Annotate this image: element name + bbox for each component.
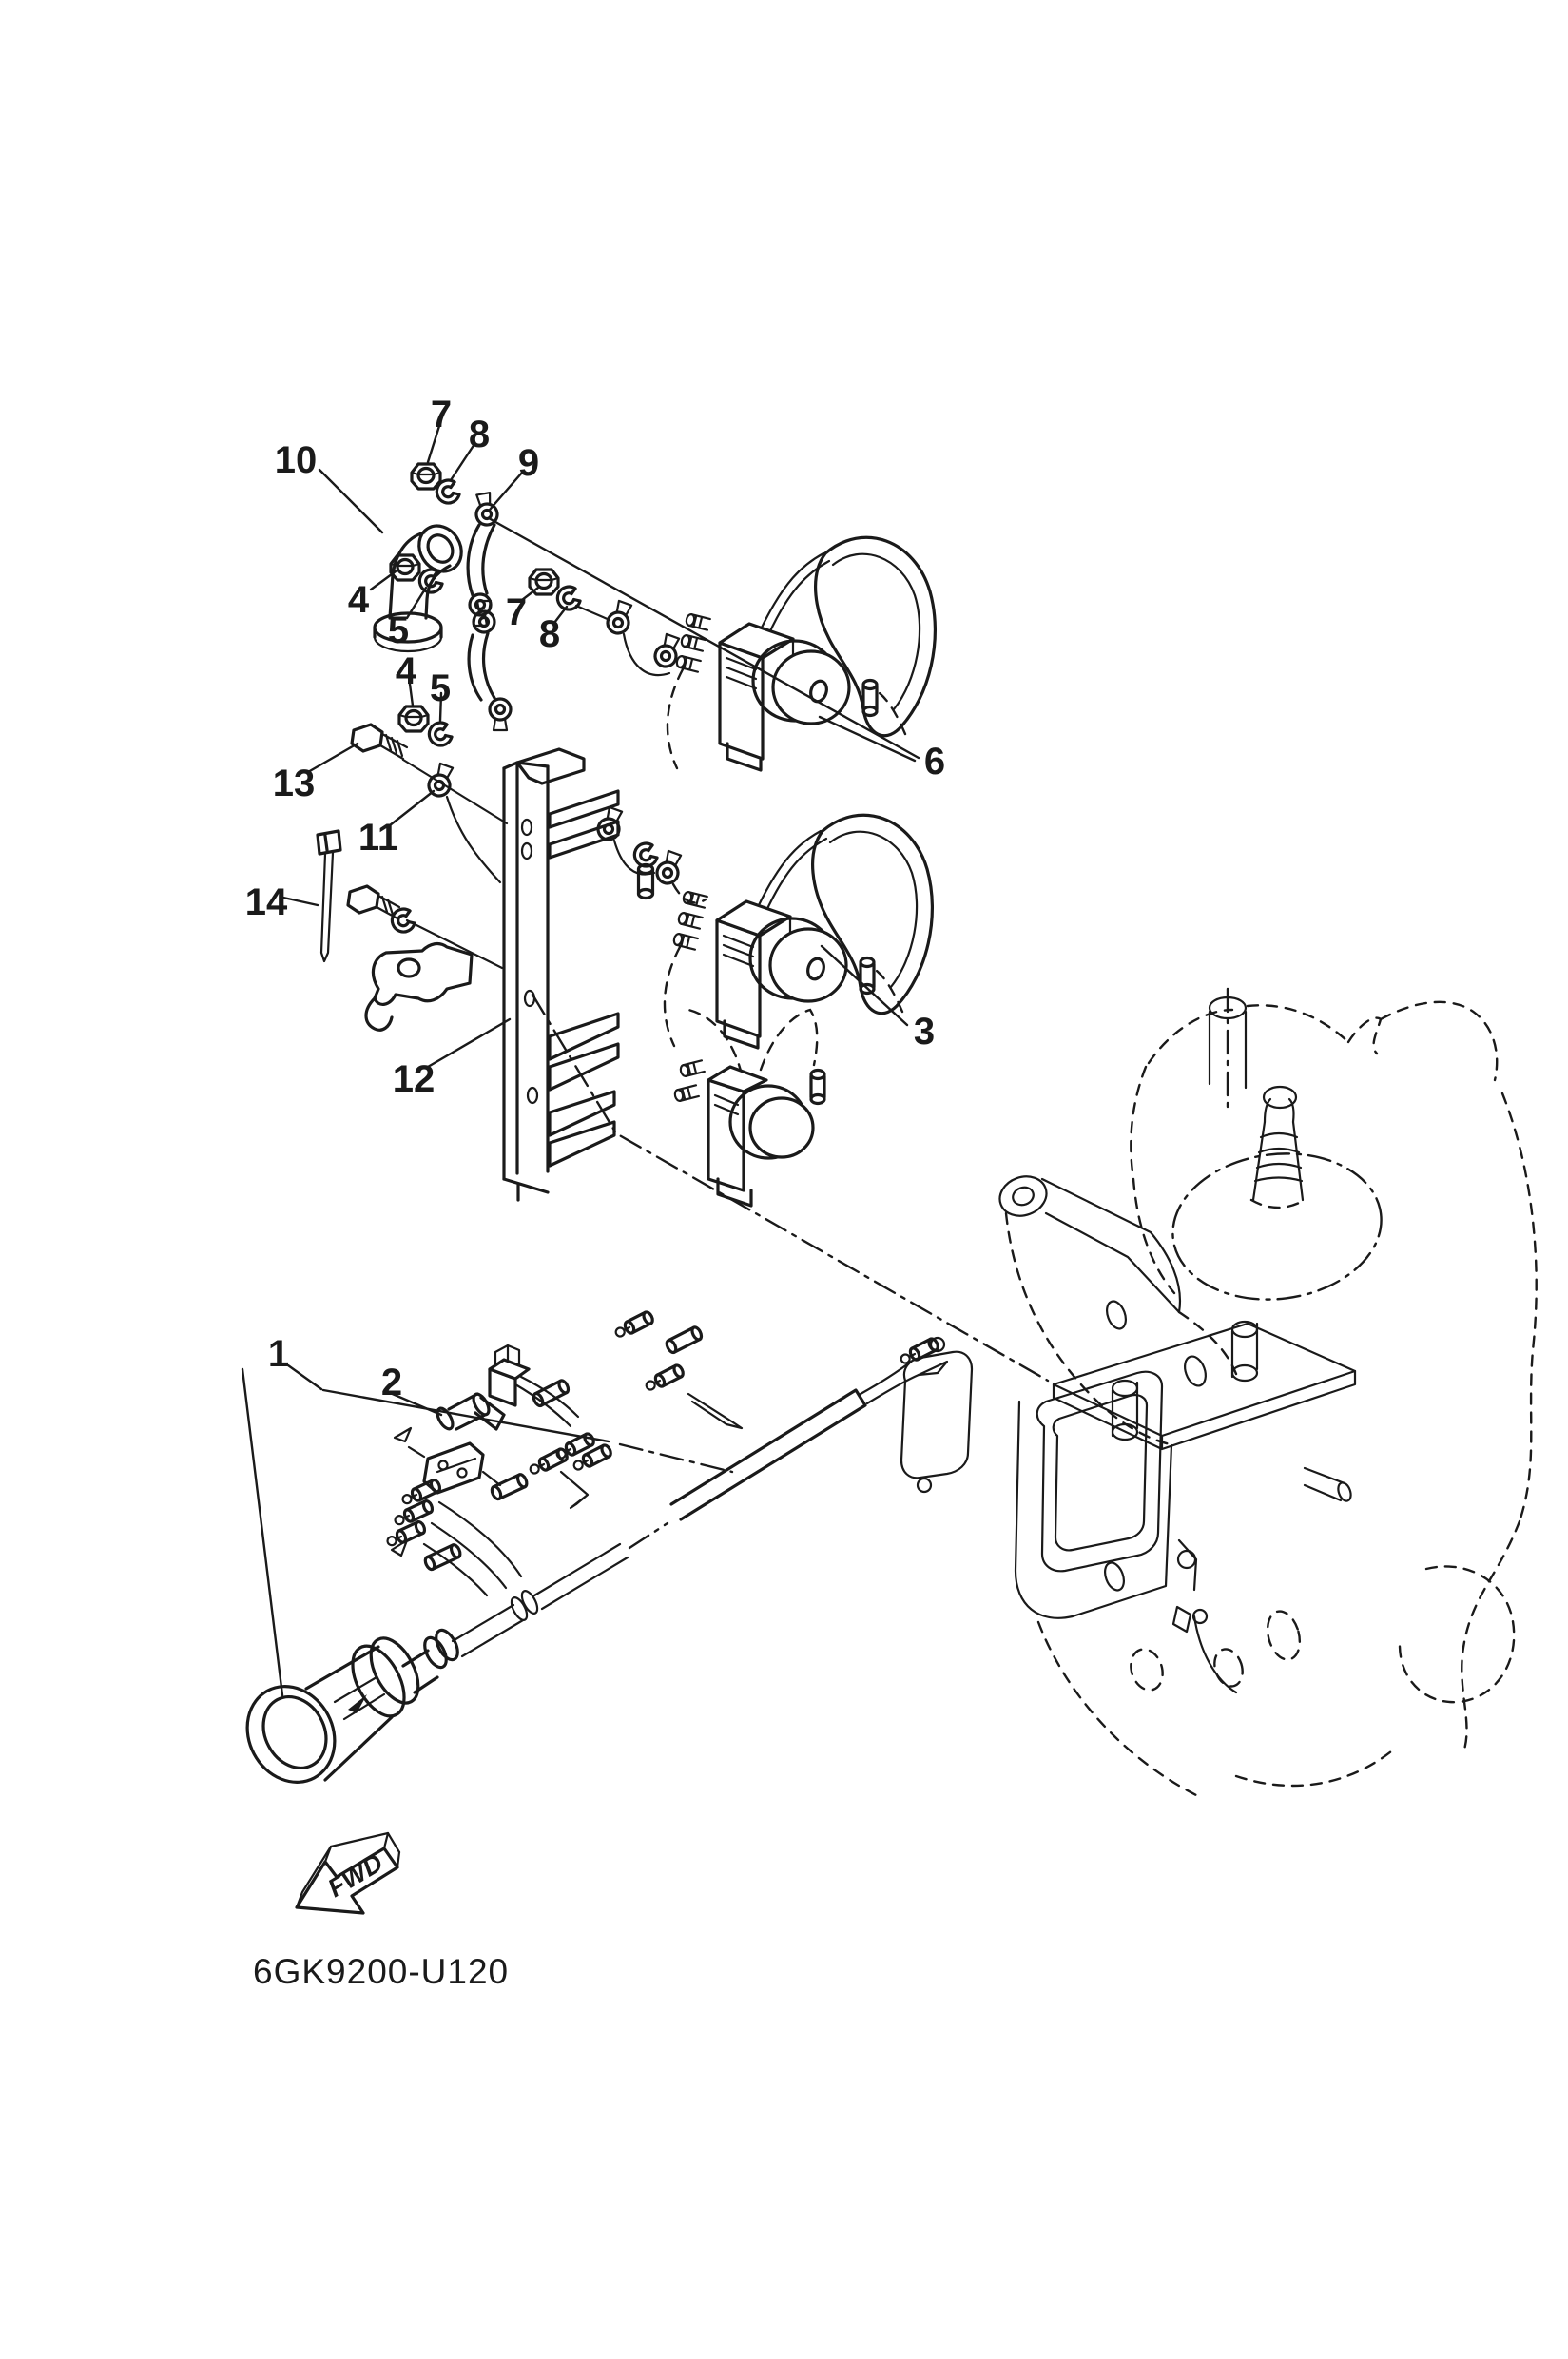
- harness-connector-box: [488, 1344, 614, 1510]
- wiring-harness-1: [241, 1308, 949, 1784]
- callout-7-lower[interactable]: 7: [506, 591, 527, 633]
- harness-bullet-cluster: [383, 1477, 523, 1597]
- callout-12[interactable]: 12: [393, 1058, 436, 1100]
- callout-labels: 10 7 8 9 4 5 7 8 4 5 13 11 14 12 6 3 1 2: [245, 394, 945, 1403]
- fuse-holder-2: [436, 1392, 506, 1431]
- callout-8-lower[interactable]: 8: [539, 613, 560, 655]
- bolt-13: [350, 723, 409, 761]
- flywheel-ellipse: [1171, 1152, 1383, 1301]
- washer8b-axis-line: [574, 604, 611, 622]
- engine-post: [1208, 987, 1248, 1112]
- callout-9[interactable]: 9: [518, 442, 539, 484]
- harness-group-top-edge: [321, 1388, 610, 1443]
- carburetor: [900, 1320, 1357, 1694]
- bolt2-axis-line: [405, 918, 504, 970]
- clamp-bracket-piece: [364, 941, 474, 1032]
- harness-resistor-plate: [393, 1426, 531, 1502]
- cable-tie-14: [316, 829, 342, 963]
- callout-5-lower[interactable]: 5: [430, 667, 451, 709]
- harness-group-left-edge: [241, 1367, 284, 1697]
- callout-8-upper[interactable]: 8: [469, 414, 490, 455]
- callout-4-upper[interactable]: 4: [348, 579, 370, 621]
- starter-relay: [672, 1008, 826, 1208]
- callout-4-lower[interactable]: 4: [396, 650, 417, 692]
- bolt-with-washer: [346, 884, 416, 934]
- callout-7-upper[interactable]: 7: [431, 394, 452, 435]
- callout-10[interactable]: 10: [275, 439, 318, 481]
- reference-line-9-to-6: [487, 516, 920, 760]
- callout-3[interactable]: 3: [914, 1011, 935, 1053]
- bolt13-axis-line: [401, 758, 509, 825]
- harness-main-connector: [245, 1628, 459, 1784]
- mounting-bracket-12: [502, 747, 620, 1202]
- drawing-code: 6GK9200-U120: [253, 1952, 509, 1991]
- terminal-elbow-part: [373, 524, 463, 653]
- harness-tube: [451, 1335, 949, 1658]
- leader-lines: [281, 424, 917, 1417]
- upper-fastener-cluster: [316, 462, 611, 1032]
- callout-11[interactable]: 11: [358, 817, 398, 859]
- crankshaft-stub: [1249, 1085, 1307, 1209]
- callout-14[interactable]: 14: [245, 881, 288, 923]
- ground-strap-9: [466, 490, 513, 732]
- callout-2[interactable]: 2: [381, 1362, 402, 1403]
- callout-6[interactable]: 6: [924, 741, 945, 783]
- callout-5-upper[interactable]: 5: [388, 609, 409, 651]
- lead-wire-11: [424, 760, 502, 884]
- section-break-line: [531, 993, 1050, 1383]
- harness-pigtail-connectors: [611, 1308, 744, 1430]
- callout-1[interactable]: 1: [268, 1333, 289, 1375]
- fwd-arrow: FWD: [295, 1831, 401, 1915]
- engine-ghost-outline: [998, 987, 1538, 1797]
- callout-13[interactable]: 13: [273, 763, 316, 804]
